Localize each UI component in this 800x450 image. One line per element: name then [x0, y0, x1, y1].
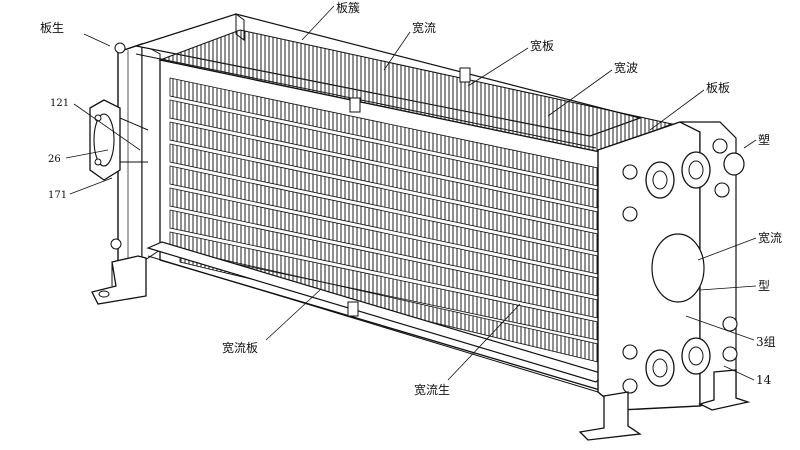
label-bottom-center2: 宽流生 — [414, 382, 450, 397]
label-wide-plate: 宽板 — [530, 38, 554, 53]
label-top-left: 板生 — [40, 21, 64, 35]
bolts — [110, 42, 745, 394]
label-cap-right: 塑 — [758, 132, 770, 147]
label-circle-right: 型 — [758, 279, 770, 293]
label-num-121: 121 — [50, 98, 69, 109]
label-bottom-right-3: 3组 — [756, 335, 776, 349]
label-plate-top: 板簇 — [336, 0, 360, 15]
label-channel-top: 宽流 — [412, 20, 436, 35]
left-frame — [117, 43, 161, 271]
left-foot — [91, 255, 147, 305]
left-nozzle — [89, 99, 149, 181]
right-ports-bottom — [645, 337, 711, 387]
label-flow-right: 宽流 — [758, 230, 782, 245]
label-plate-plate: 板板 — [706, 81, 730, 95]
label-num-171: 171 — [48, 190, 67, 201]
label-bottom-center: 宽流板 — [222, 340, 258, 355]
label-bottom-right-14: 14 — [756, 373, 772, 387]
plate-pack-front — [159, 59, 601, 391]
rail-clips — [347, 67, 471, 317]
leader-lines — [65, 5, 757, 381]
right-feet — [578, 369, 751, 441]
label-num-26: 26 — [48, 154, 61, 165]
label-wide-wave: 宽波 — [614, 60, 638, 75]
right-ports-top — [645, 151, 711, 199]
